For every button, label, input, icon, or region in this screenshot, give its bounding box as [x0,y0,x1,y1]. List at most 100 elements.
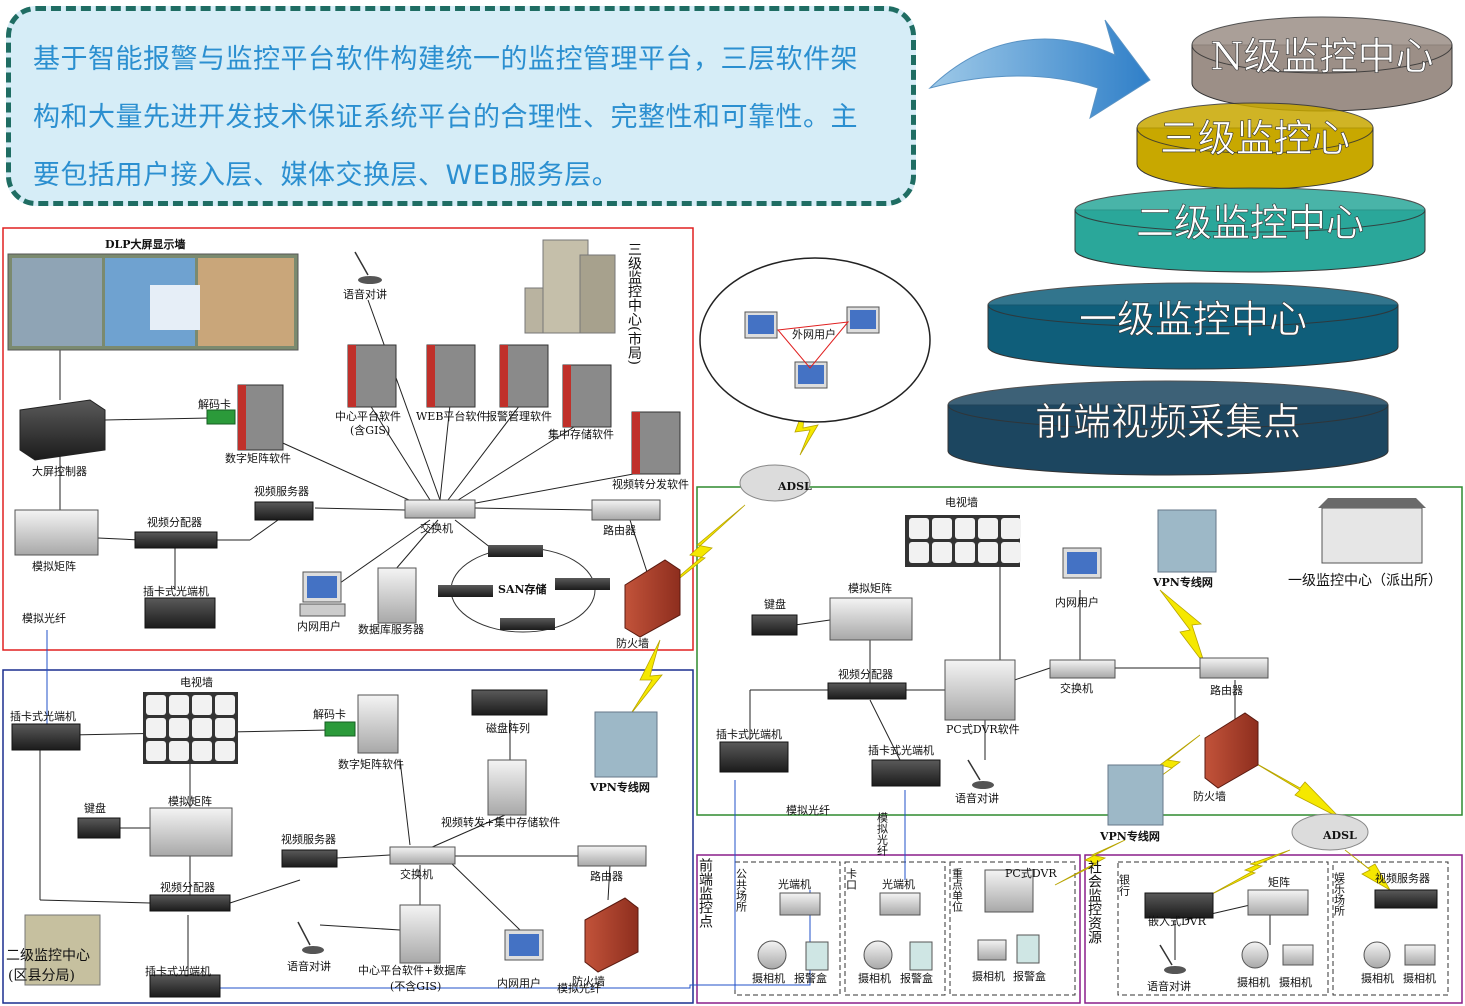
analog-matrix-icon [14,509,99,556]
tv-screen [146,695,166,715]
district-analog-fiber-label: 模拟光纤 [557,981,601,995]
tv-screen [932,542,952,563]
checkpoint-optical-icon [879,892,921,916]
disk-array-label: 磁盘阵列 [486,721,530,735]
city-building-icon [524,239,616,334]
police-tv-wall-label: 电视墙 [945,495,978,509]
level-top [1136,102,1374,154]
level-label: 二级监控中心 [1136,201,1364,245]
checkpoint-camera-label: 摄相机 [858,971,891,985]
db-server-icon [377,567,417,624]
social-microphone-icon [1159,944,1186,974]
tv-screen [978,518,998,539]
router-label: 路由器 [603,523,636,537]
server-racks [237,344,681,475]
district-card-optical-bottom-icon [149,974,221,998]
video-splitter-icon [134,531,218,549]
social-camera-label-2: 摄相机 [1279,975,1312,989]
police-firewall-icon [1204,712,1259,789]
district-building-icon [24,914,101,986]
adsl-label: ADSL [777,480,812,493]
analog-fiber-label: 模拟光纤 [22,611,66,625]
police-card-optical-mid-icon [871,759,941,787]
bank-box [1117,861,1329,996]
big-screen-controller-icon [19,399,106,461]
police-splitter-icon [827,682,907,700]
district-voice-label: 语音对讲 [287,959,331,973]
central-storage-label: 集中存储软件 [548,427,614,441]
district-tv-wall-label: 电视墙 [180,675,213,689]
ent-camera-label-1: 摄相机 [1361,971,1394,985]
district-splitter-label: 视频分配器 [160,880,215,894]
city-center-frame [2,227,694,651]
district-splitter-icon [149,894,231,912]
tv-screen [192,741,212,761]
decoder-card-label: 解码卡 [198,397,231,411]
entertainment-label: 娱乐场所 [1333,871,1346,917]
tv-screen [215,741,235,761]
san-label: SAN存储 [498,582,547,596]
checkpoint-alarm-box-icon [909,941,933,971]
dlp-wall-label: DLP大屏显示墙 [105,237,186,251]
ent-dome-camera-icon [1363,941,1391,969]
checkpoint-label: 卡口 [845,868,858,890]
tv-screen [909,542,929,563]
adsl-cloud-icon [739,464,811,502]
level-arrow [928,19,1151,120]
level-3: 二级监控中心 [1074,187,1426,273]
district-forward-server-icon [487,759,527,816]
web-platform-label: WEB平台软件 [416,409,487,423]
tv-screen [169,718,189,738]
tv-screen [146,741,166,761]
tv-screen [192,695,212,715]
level-top [1191,16,1453,74]
public-optical-label: 光端机 [778,877,811,891]
router-icon [591,499,661,521]
level-1: N级监控中心 [1191,16,1453,112]
checkpoint-alarm-label: 报警盒 [900,971,933,985]
social-title: 社会监控资源 [1086,860,1102,944]
key-unit-box [949,861,1076,996]
embedded-dvr-label: 嵌入式DVR [1148,915,1207,928]
district-keyboard-icon [77,817,121,839]
tv-screen [215,718,235,738]
entertainment-box [1332,861,1449,996]
intranet-pc-icon [299,571,346,617]
public-optical-icon [779,892,821,916]
police-card-optical-left-icon [719,741,789,773]
san-storage-icon [438,545,610,633]
pc-dvr-icon [944,659,1016,721]
card-optical-label: 插卡式光端机 [143,584,209,598]
district-db-server-icon [399,904,441,964]
center-platform-db-sub-label: (不含GIS) [390,979,441,993]
key-unit-label: 重点单位 [951,867,964,912]
card-optical-icon [144,597,216,629]
police-card-optical-left-label: 插卡式光端机 [716,727,782,741]
level-top [947,380,1389,430]
district-card-optical-label: 插卡式光端机 [10,709,76,723]
public-place-label: 公共场所 [735,868,748,913]
firewall-icon [624,559,681,638]
embedded-dvr-icon [1144,892,1214,919]
external-user-label: 外网用户 [792,327,836,341]
tv-screen [215,695,235,715]
police-router-label: 路由器 [1210,683,1243,697]
police-vpn-bottom-label: VPN专线网 [1099,829,1160,843]
db-server-label: 数据库服务器 [358,622,424,636]
district-video-server-label: 视频服务器 [281,832,336,846]
tv-screen [978,542,998,563]
public-alarm-box-icon [805,941,829,971]
level-2: 三级监控心 [1136,102,1374,190]
police-switch-icon [1049,659,1116,679]
district-title-line1: 二级监控中心 [6,948,90,964]
police-analog-matrix-label: 模拟矩阵 [848,581,892,595]
district-router-icon [577,845,647,867]
social-video-server-label: 视频服务器 [1375,871,1430,885]
social-box-camera-icon [1282,944,1314,966]
level-top [1074,187,1426,233]
district-microphone-icon [297,921,324,954]
social-matrix-label: 矩阵 [1268,875,1290,889]
key-unit-alarm-box-icon [1016,934,1040,964]
tv-screen [169,741,189,761]
